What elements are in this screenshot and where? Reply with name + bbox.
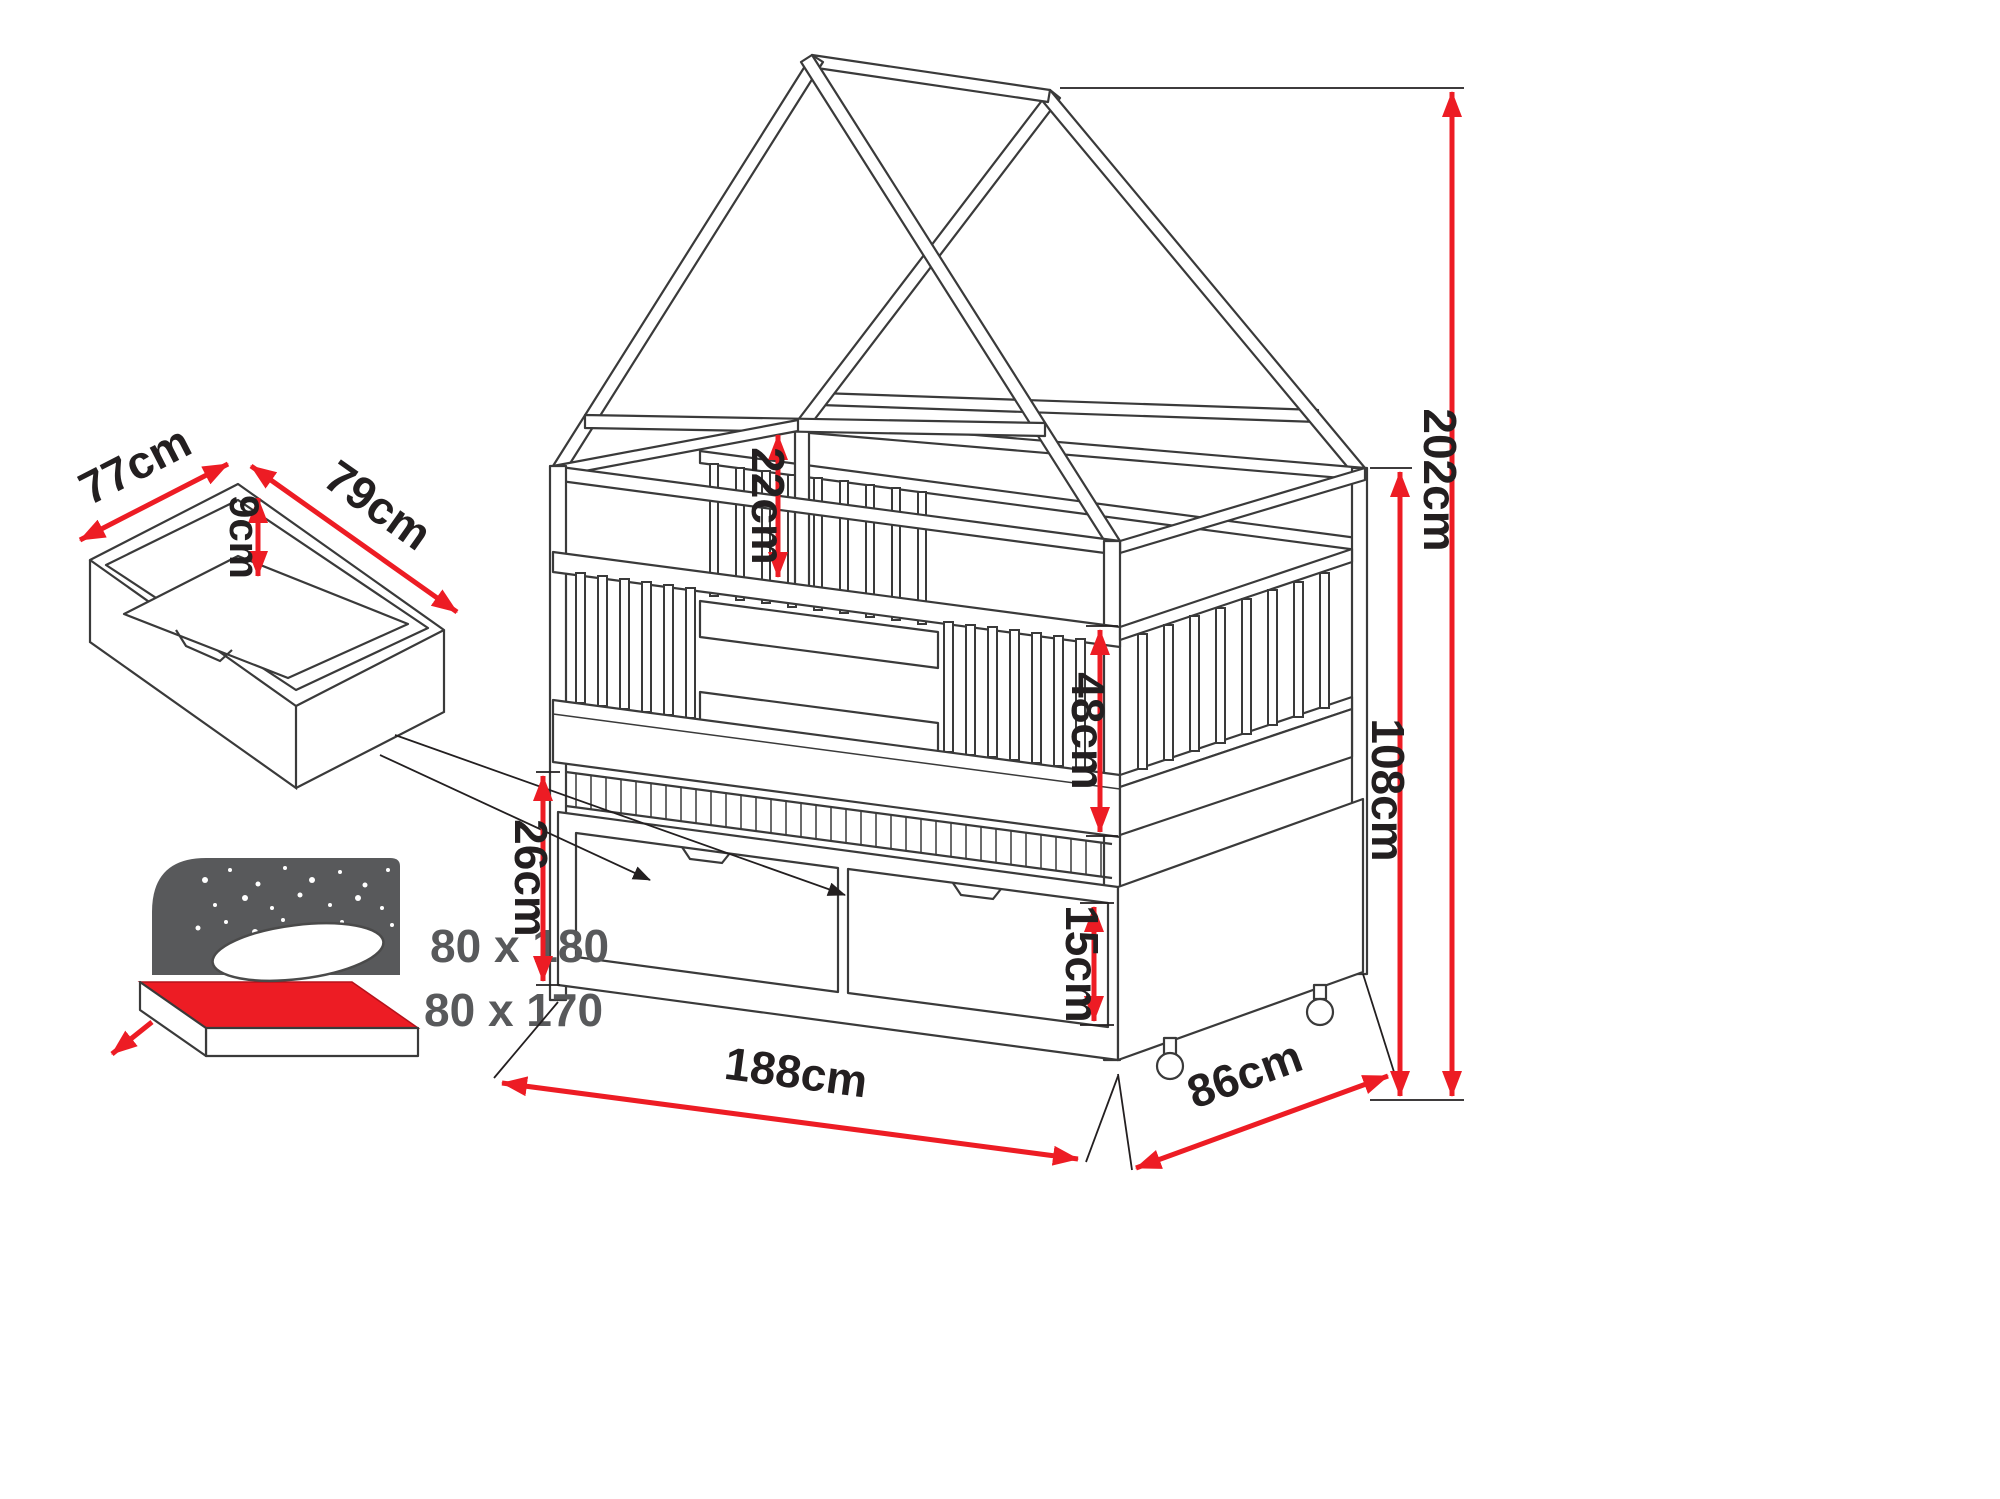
slat (1009, 629, 1020, 761)
slat (663, 584, 674, 716)
mattress-base-left (138, 980, 208, 1058)
right-end-base-board (1118, 707, 1354, 837)
caster-stem (1312, 983, 1328, 1001)
slat (685, 587, 696, 719)
side-rail-inner-line (552, 713, 1121, 790)
slat (839, 480, 849, 614)
deck-slat-ticks (575, 773, 1102, 877)
slat (641, 581, 652, 713)
dimension-label-depth: 86cm (1180, 1029, 1308, 1118)
dimension-line-drawer-width (78, 461, 230, 543)
right-end-slat-group (1137, 572, 1330, 770)
caster-wheel (1305, 997, 1335, 1027)
slat (1189, 615, 1200, 752)
slat (735, 467, 745, 601)
slat (813, 477, 823, 611)
slat (597, 575, 608, 707)
caster-rear (1305, 983, 1335, 1027)
ext-length-right (1085, 1075, 1119, 1163)
extension-lines (493, 87, 1464, 1171)
dimension-label-drawer-width: 77cm (70, 415, 198, 515)
slat (917, 491, 927, 625)
drawer-left-handle-notch (681, 846, 731, 865)
slat (619, 578, 630, 710)
ext-depth-front (1117, 1073, 1133, 1171)
slat (1241, 598, 1252, 735)
dimension-label-drawer-depth: 79cm (315, 450, 441, 560)
interior-rear-rail (698, 599, 940, 670)
left-slat-group (575, 572, 696, 719)
mattress-icon: 80 x 180 80 x 170 (110, 858, 609, 1058)
pillow (211, 921, 385, 983)
ridge-beam (808, 53, 1052, 104)
house-bed-drawing (548, 53, 1369, 1081)
slat (1053, 635, 1064, 767)
dimension-label-drawer-front-height: 15cm (1056, 905, 1108, 1023)
dimension-line-length (501, 1076, 1079, 1166)
slat (1031, 632, 1042, 764)
dimension-label-rail-height: 48cm (1062, 672, 1114, 790)
front-rafter-left (551, 53, 825, 475)
caster-front (1155, 1036, 1185, 1081)
dimension-line-depth (1135, 1073, 1389, 1171)
slat (1267, 589, 1278, 726)
mattress-size-bottom-label: 80 x 170 (424, 984, 603, 1036)
slat (987, 626, 998, 758)
dimension-label-total-height: 202cm (1414, 408, 1466, 551)
front-collar-beam (583, 413, 1047, 438)
dimension-label-length: 188cm (722, 1037, 871, 1107)
drawer-right-wall-edge (295, 630, 446, 789)
mattress-base-front (204, 1026, 420, 1058)
slat (575, 572, 586, 704)
dimension-label-trundle-height: 26cm (505, 819, 557, 937)
caster-wheel (1155, 1051, 1185, 1081)
deck-bottom-line (565, 804, 1113, 880)
slat (1163, 624, 1174, 761)
dimension-lines (78, 91, 1462, 1171)
trundle-right-face (1116, 797, 1365, 1062)
trundle-unit (556, 797, 1365, 1081)
dimension-label-roof-gap: 22cm (742, 447, 794, 565)
pointer-arrows (379, 734, 846, 896)
drawer-handle-notch (175, 629, 233, 663)
bed-front-wall (551, 550, 1122, 770)
slat (943, 621, 954, 753)
drawer-inner-floor (122, 554, 410, 680)
slat (965, 624, 976, 756)
dimension-line-drawer-depth (249, 463, 459, 615)
trundle-deck-slats (565, 770, 1113, 880)
slat (1215, 607, 1226, 744)
dimension-label-side-height: 108cm (1362, 718, 1414, 861)
pull-out-arrow (110, 1020, 154, 1056)
slat (891, 487, 901, 621)
caster-stem (1162, 1036, 1178, 1056)
right-end-top-rail (1118, 547, 1354, 642)
dimension-label-drawer-height: 9cm (221, 495, 268, 579)
deck-top-line (565, 770, 1113, 846)
slat (1137, 633, 1148, 770)
slat (1319, 572, 1330, 709)
pointer-arrow-right-drawer (394, 734, 846, 896)
front-crib-rail (551, 550, 1122, 649)
drawer-left-wall-edge (88, 560, 298, 791)
slat (865, 484, 875, 618)
drawer-right-handle-notch (952, 882, 1002, 901)
rear-collar-beam (818, 391, 1320, 424)
rear-slat-group (709, 463, 927, 625)
front-side-rail (551, 698, 1122, 839)
mattress-size-top-label: 80 x 180 (430, 920, 609, 972)
bed-roof-frame (551, 53, 1367, 557)
slat (709, 463, 719, 597)
trundle-drawer-right (846, 867, 1110, 1029)
ext-length-left (493, 1001, 559, 1079)
bed-base-frame (551, 547, 1354, 839)
drawer-detail-drawing (88, 482, 846, 896)
pointer-arrow-left-drawer (379, 754, 651, 881)
slat (1293, 581, 1304, 718)
ext-depth-rear (1362, 973, 1395, 1073)
